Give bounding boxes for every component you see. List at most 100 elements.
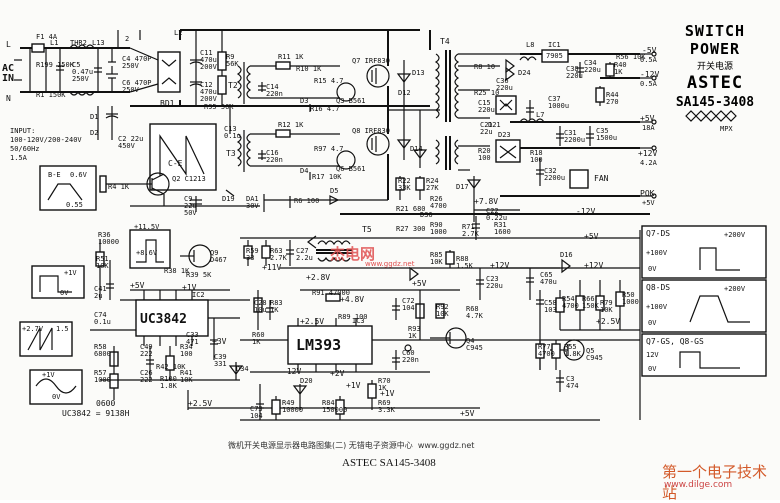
scope-q8-0v: 0V [648,319,657,327]
r100-label: R100 1.8K [160,375,177,390]
r49-label: R49 10000 [282,399,304,414]
f1-label: F1 4A [36,33,58,41]
q4-label: Q4 C945 [466,337,483,352]
scope-c-e: C-E [168,159,183,168]
r27-label: R27 300 [396,225,426,233]
c14-label: C14 220n [266,83,283,98]
center-watermark-url: www.ggdz.net [365,260,415,268]
c15-label: C15 220u [478,99,495,114]
r77-label: R77 4700 [538,343,555,358]
d2-label: D2 [90,129,99,137]
input-filter [14,43,130,96]
c58-label: C58 103 [544,299,557,314]
r88-label: R88 1.5K [456,255,473,270]
r41-label: R41 10K [180,369,193,384]
scope-gs-12v: 12V [646,351,659,359]
r42-label: R42 10K [156,363,186,371]
rail-p1-b: +1V [182,283,197,292]
output-p5v-current: 18A [642,124,655,132]
scope-0-55: 0.55 [66,201,83,209]
d36-label: D36 [420,211,433,219]
r66-label: R66 150K [582,295,599,310]
c41-label: C41 2u [94,285,107,300]
rail-p2-5-a: +2.5V [300,317,325,326]
rail-p3: +3V [212,337,227,346]
r22-label: R22 33K [398,177,411,192]
transformer-t4 [429,30,460,170]
r79-label: R79 10K [600,299,613,314]
r1-label: R1 150K [36,91,66,99]
output-p12v-current: 4.2A [640,159,657,167]
rail-p12-b: +12V [490,261,510,270]
c28-label: C28 10u [254,299,267,314]
r39-label: R39 5K [186,271,212,279]
r20-label: R20 100 [478,147,491,162]
output-pok-level: +5V [642,199,655,207]
r83-label: R83 1K [270,299,283,314]
input-n: N [6,94,11,103]
l1-label: L1 [50,39,59,47]
lm393-label: LM393 [296,336,342,354]
caption-url: www.ggdz.net [417,441,475,450]
rail-p5-d: +5V [460,409,475,418]
c21-label: C21 22u [480,121,493,136]
rail-p2-5-b: +2.5V [596,317,621,326]
c2-label: C2 22u 450V [118,135,144,150]
d16-label: D16 [560,251,573,259]
output-pok: POK [640,189,655,198]
l8-label: L8 [526,41,535,49]
caption-chinese: 微机开关电源显示器电路图集(二) 无错电子资源中心 www.ggdz.net [228,440,474,451]
r34-label: R34 100 [180,343,193,358]
c12-label: C12 470u 200V [200,81,217,103]
caption-chinese-text: 微机开关电源显示器电路图集(二) 无错电子资源中心 [228,441,413,450]
r93-label: R93 1K [408,325,421,340]
t3-label: T3 [226,149,236,158]
r54-label: R54 4700 [562,295,579,310]
scope-uc-2-7v: +2.7V [22,325,44,333]
r17-label: R17 10K [312,173,342,181]
t5-label: T5 [362,225,372,234]
r16-label: R16 4.7 [310,105,340,113]
d19-label: D19 [222,195,235,203]
waveform-boxes [39,165,767,377]
c37-label: C37 1000u [548,95,570,110]
ic1-label: IC1 [548,41,561,49]
ic2-label: IC2 [192,291,205,299]
rail-p4-8: +4.8V [340,295,365,304]
rail-m12-b: -12V [282,367,302,376]
c13-label: C13 0.1u [224,125,241,140]
c49-label: C49 222 [140,343,153,358]
c6-label: C6 470P 250V [122,79,152,94]
rail-p5-a: +5V [584,232,599,241]
r44-label: R44 270 [606,91,619,106]
title-model: SA145-3408 [675,95,755,110]
title-line2: POWER [689,40,741,58]
scope-q8-200v: +200V [724,285,746,293]
title-mark: MPX [720,125,733,133]
thr2-label: THR2 [70,39,87,47]
scope-uc-0v: 0V [60,289,69,297]
r63-label: R63 2.7K [270,247,287,262]
r59-label: R59 33 [246,247,259,262]
r15-label: R15 4.7 [314,77,344,85]
d34-label: D34 [236,365,249,373]
c35-label: C35 1500u [596,127,618,142]
d17-label: D17 [456,183,469,191]
bd1-label: BD1 [160,99,175,108]
rail-p11-5: +11.5V [134,223,160,231]
rail-p2: +2V [330,369,345,378]
lm393-area [253,290,467,420]
scope-q7-0v: 0V [648,265,657,273]
c26-label: C26 222 [140,369,153,384]
da1-label: DA1 30V [246,195,259,210]
r70-label: R70 1K [378,377,391,392]
r56-label: R56 10K [616,53,646,61]
c36-label: C36 220u [496,77,513,92]
c65-label: C65 470u [540,271,557,286]
scope-q7-200v: +200V [724,231,746,239]
r24-label: R24 27K [426,177,439,192]
rail-p1-c: +1V [380,389,395,398]
scope-q8-ds: Q8-DS [646,283,671,292]
c16-label: C16 220n [266,149,283,164]
